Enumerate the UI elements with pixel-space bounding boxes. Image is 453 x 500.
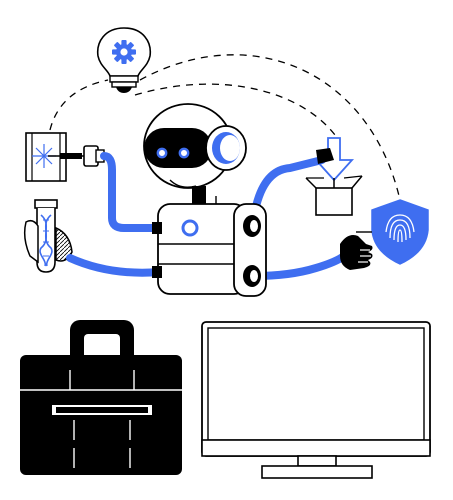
monitor-icon [201, 321, 431, 479]
laser-cutter-icon [25, 132, 105, 182]
lightbulb-gear-icon [96, 27, 152, 93]
robot-gripper [316, 148, 334, 164]
package-download-icon [305, 137, 363, 216]
gear-icon [112, 40, 136, 64]
fingerprint-shield-icon [356, 199, 429, 265]
hand-icon [23, 219, 73, 264]
dashed-connection-arcs [49, 54, 401, 201]
robot-body [152, 196, 267, 297]
hand-icon [340, 235, 373, 270]
robot-head [143, 103, 247, 206]
briefcase-icon [20, 320, 182, 475]
robot-cables [66, 152, 348, 280]
fingerprint-icon [385, 214, 415, 243]
test-tube-dna-icon [23, 199, 73, 273]
